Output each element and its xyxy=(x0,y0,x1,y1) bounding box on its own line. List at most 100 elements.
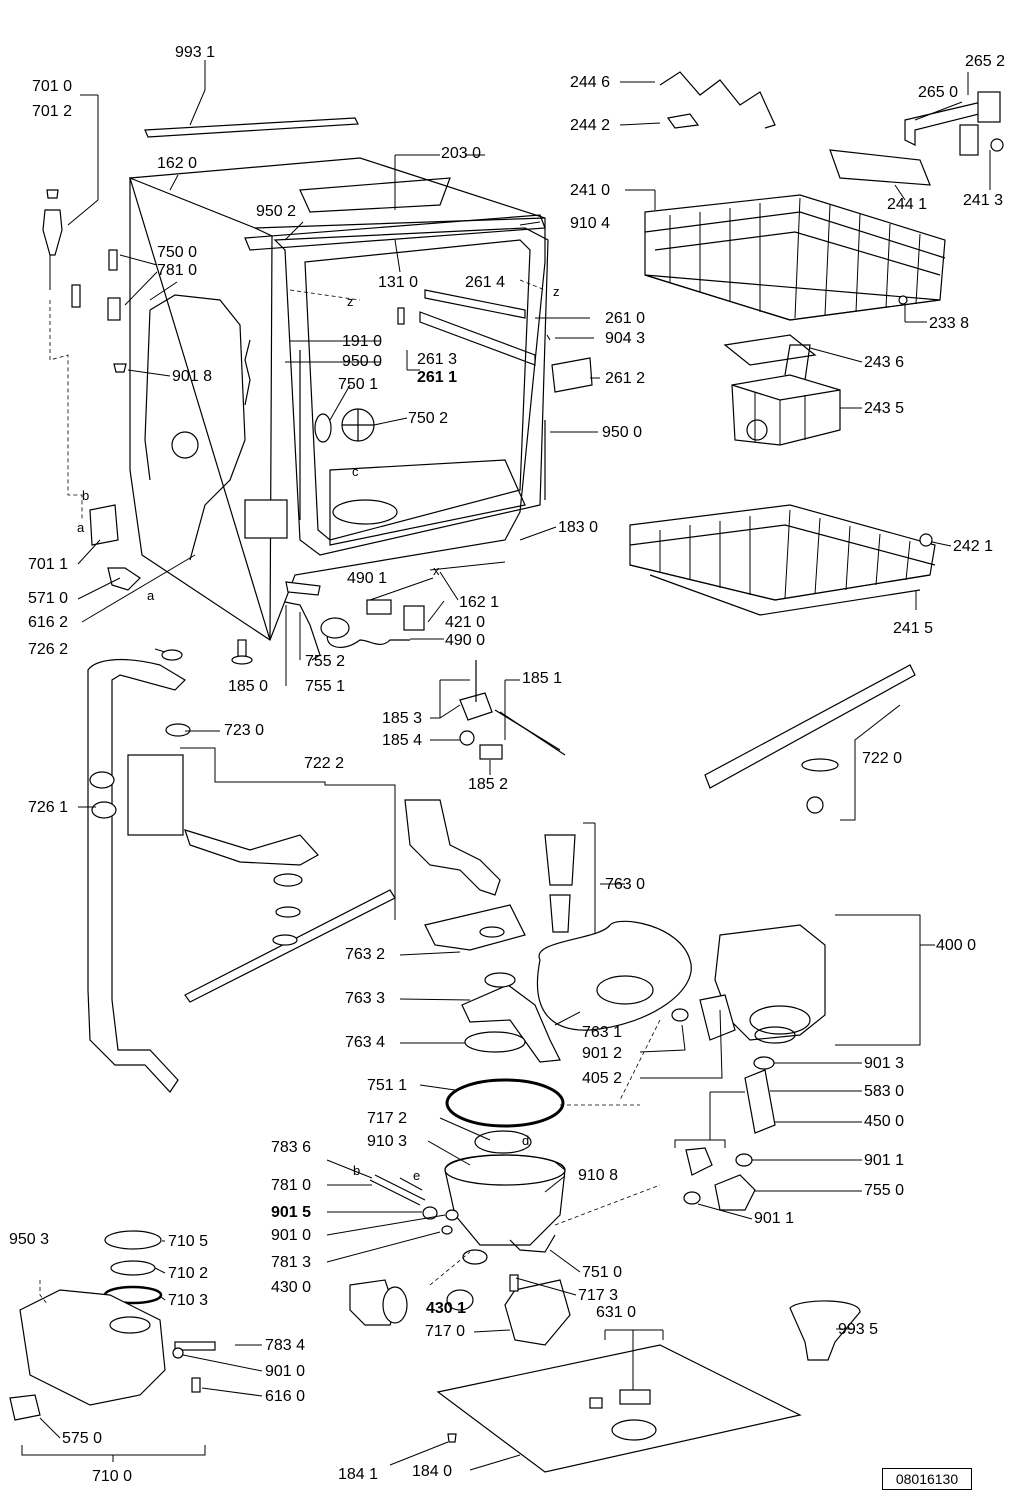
label-950-2: 950 2 xyxy=(256,203,297,220)
label-400-0: 400 0 xyxy=(936,937,977,954)
diagram-id-box: 08016130 xyxy=(882,1468,972,1490)
harness-parts xyxy=(231,581,566,760)
svg-text:b: b xyxy=(82,488,89,503)
label-185-3: 185 3 xyxy=(382,710,423,727)
salt-funnel xyxy=(789,1300,861,1361)
label-185-4: 185 4 xyxy=(382,732,423,749)
label-901-3: 901 3 xyxy=(864,1055,905,1072)
label-950-0b: 950 0 xyxy=(602,424,643,441)
label-184-1: 184 1 xyxy=(338,1466,379,1483)
detergent-dispenser xyxy=(9,1230,216,1462)
heater-parts xyxy=(674,1056,776,1211)
label-185-0: 185 0 xyxy=(228,678,269,695)
label-233-8: 233 8 xyxy=(929,315,970,332)
label-183-0: 183 0 xyxy=(558,519,599,536)
svg-text:a: a xyxy=(77,520,85,535)
svg-text:d: d xyxy=(522,1133,529,1148)
label-910-8: 910 8 xyxy=(578,1167,619,1184)
label-717-0: 717 0 xyxy=(425,1323,466,1340)
label-710-5: 710 5 xyxy=(168,1233,209,1250)
label-710-0: 710 0 xyxy=(92,1468,133,1485)
svg-text:a: a xyxy=(147,588,155,603)
label-490-0: 490 0 xyxy=(445,632,486,649)
label-710-3: 710 3 xyxy=(168,1292,209,1309)
svg-text:b: b xyxy=(353,1163,360,1178)
label-261-3: 261 3 xyxy=(417,351,458,368)
label-710-2: 710 2 xyxy=(168,1265,209,1282)
label-261-0: 261 0 xyxy=(605,310,646,327)
base-plate xyxy=(436,1329,802,1473)
label-950-0a: 950 0 xyxy=(342,353,383,370)
label-162-0: 162 0 xyxy=(157,155,198,172)
label-701-0: 701 0 xyxy=(32,78,73,95)
label-726-1: 726 1 xyxy=(28,799,69,816)
label-244-1: 244 1 xyxy=(887,196,928,213)
label-993-5: 993 5 xyxy=(838,1321,879,1338)
label-755-1: 755 1 xyxy=(305,678,346,695)
label-901-1a: 901 1 xyxy=(864,1152,905,1169)
label-722-0: 722 0 xyxy=(862,750,903,767)
label-717-2: 717 2 xyxy=(367,1110,408,1127)
label-243-5: 243 5 xyxy=(864,400,905,417)
label-763-4: 763 4 xyxy=(345,1034,386,1051)
label-185-1: 185 1 xyxy=(522,670,563,687)
label-265-2: 265 2 xyxy=(965,53,1006,70)
label-781-3: 781 3 xyxy=(271,1254,312,1271)
left-door-parts xyxy=(42,94,141,591)
sump-assembly xyxy=(444,1078,661,1265)
label-901-0b: 901 0 xyxy=(265,1363,306,1380)
label-781-0b: 781 0 xyxy=(271,1177,312,1194)
label-751-0: 751 0 xyxy=(582,1264,623,1281)
label-265-0: 265 0 xyxy=(918,84,959,101)
label-763-2: 763 2 xyxy=(345,946,386,963)
label-241-3: 241 3 xyxy=(963,192,1004,209)
upper-rack xyxy=(644,71,1004,321)
label-261-4: 261 4 xyxy=(465,274,506,291)
label-421-0: 421 0 xyxy=(445,614,486,631)
label-241-5: 241 5 xyxy=(893,620,934,637)
leader-lines xyxy=(39,72,991,1471)
label-781-0: 781 0 xyxy=(157,262,198,279)
label-241-0: 241 0 xyxy=(570,182,611,199)
svg-text:e: e xyxy=(413,1168,420,1183)
label-783-6: 783 6 xyxy=(271,1139,312,1156)
rail-parts xyxy=(397,289,593,393)
hose-parts xyxy=(369,1174,459,1235)
label-783-4: 783 4 xyxy=(265,1337,306,1354)
label-750-1: 750 1 xyxy=(338,376,379,393)
label-616-0: 616 0 xyxy=(265,1388,306,1405)
label-430-0: 430 0 xyxy=(271,1279,312,1296)
label-904-3: 904 3 xyxy=(605,330,646,347)
pump-motor xyxy=(619,914,935,1101)
water-supply-tube xyxy=(87,649,191,1093)
label-750-2: 750 2 xyxy=(408,410,449,427)
valve-parts xyxy=(349,1251,571,1346)
svg-text:x: x xyxy=(433,563,440,578)
label-993-1: 993 1 xyxy=(175,44,216,61)
label-901-0: 901 0 xyxy=(271,1227,312,1244)
label-755-2: 755 2 xyxy=(305,653,346,670)
label-723-0: 723 0 xyxy=(224,722,265,739)
label-405-2: 405 2 xyxy=(582,1070,623,1087)
label-616-2: 616 2 xyxy=(28,614,69,631)
label-910-4: 910 4 xyxy=(570,215,611,232)
upper-spray-arm xyxy=(704,664,916,821)
label-184-0: 184 0 xyxy=(412,1463,453,1480)
label-244-6: 244 6 xyxy=(570,74,611,91)
label-244-2: 244 2 xyxy=(570,117,611,134)
lower-spray-arm xyxy=(180,747,396,1003)
label-950-3: 950 3 xyxy=(9,1231,50,1248)
label-901-1b: 901 1 xyxy=(754,1210,795,1227)
label-763-1: 763 1 xyxy=(582,1024,623,1041)
lower-rack-wires xyxy=(659,509,911,599)
label-722-2: 722 2 xyxy=(304,755,345,772)
label-242-1: 242 1 xyxy=(953,538,994,555)
label-191-0: 191 0 xyxy=(342,333,383,350)
label-763-0: 763 0 xyxy=(605,876,646,893)
label-901-2: 901 2 xyxy=(582,1045,623,1062)
cutlery-basket xyxy=(723,334,841,446)
cabinet-frame xyxy=(129,157,549,641)
lower-rack xyxy=(629,504,936,616)
label-185-2: 185 2 xyxy=(468,776,509,793)
